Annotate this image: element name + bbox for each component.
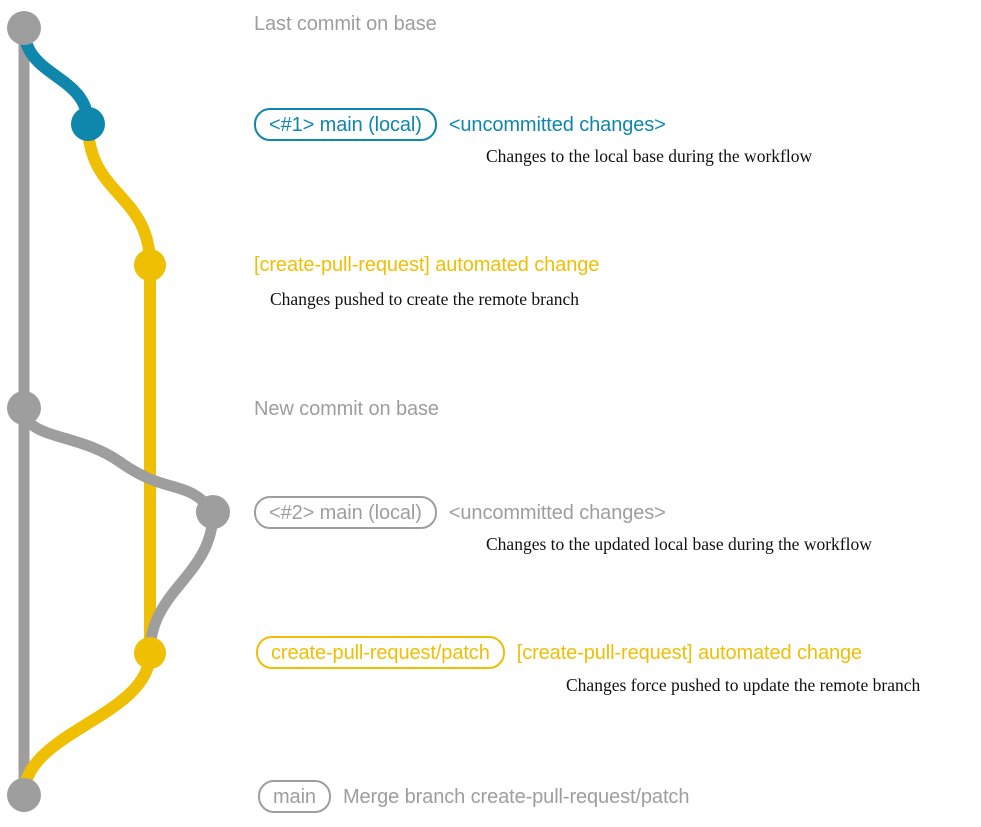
commit-headline-base-2: New commit on base (254, 398, 439, 420)
ref-badge-main-local-2[interactable]: <#2> main (local) (254, 496, 437, 529)
commit-subject-patch-2: [create-pull-request] automated change (516, 641, 863, 664)
patch-branch-line-1 (82, 118, 156, 659)
commit-subject-local-2: <uncommitted changes> (448, 501, 666, 524)
ref-badge-main-local-1[interactable]: <#1> main (local) (254, 108, 437, 141)
local-branch-line-2 (18, 402, 219, 518)
row-patch-commit-1: [create-pull-request] automated change (254, 255, 599, 275)
commit-headline-patch-1: [create-pull-request] automated change (254, 254, 600, 276)
commit-description-patch-1: Changes pushed to create the remote bran… (270, 289, 580, 309)
row-local-commit-2: <#2> main (local) <uncommitted changes> (254, 496, 666, 529)
ref-badge-main[interactable]: main (258, 780, 331, 813)
commit-description-patch-2: Changes force pushed to update the remot… (566, 675, 921, 695)
commit-node-merge[interactable] (7, 778, 41, 812)
patch-merge-line (144, 506, 219, 659)
commit-node-base-1[interactable] (7, 11, 41, 45)
patch-branch-line-2 (18, 647, 156, 801)
commit-subject-merge: Merge branch create-pull-request/patch (342, 785, 690, 808)
row-new-commit-on-base: New commit on base (254, 399, 439, 419)
commit-description-local-2: Changes to the updated local base during… (486, 534, 872, 554)
row-last-commit-on-base: Last commit on base (254, 14, 437, 34)
commit-node-local-2[interactable] (196, 495, 230, 529)
commit-subject-local-1: <uncommitted changes> (448, 113, 666, 136)
commit-node-patch-2[interactable] (134, 637, 166, 669)
commit-description-local-1: Changes to the local base during the wor… (486, 146, 813, 166)
row-patch-commit-2: create-pull-request/patch [create-pull-r… (256, 636, 862, 669)
commit-headline-base-1: Last commit on base (254, 13, 437, 35)
ref-badge-create-pull-request-patch[interactable]: create-pull-request/patch (256, 636, 505, 669)
commit-node-patch-1[interactable] (134, 249, 166, 281)
local-branch-line-1 (18, 22, 94, 130)
row-local-commit-1: <#1> main (local) <uncommitted changes> (254, 108, 666, 141)
row-merge-commit: main Merge branch create-pull-request/pa… (258, 780, 689, 813)
commit-node-base-2[interactable] (7, 391, 41, 425)
commit-node-local-1[interactable] (71, 107, 105, 141)
